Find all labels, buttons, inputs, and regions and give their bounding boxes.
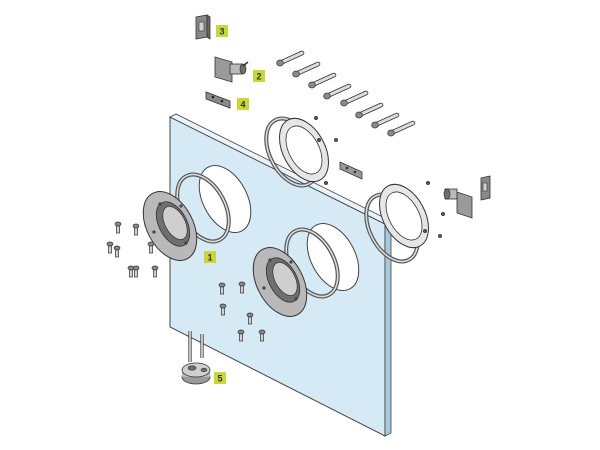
part-4-bracket [205,91,231,109]
callout-1: 1 [204,251,216,263]
small-bracket-rear [339,161,363,180]
callout-2-label: 2 [256,72,261,82]
callout-3-label: 3 [219,27,224,37]
callout-5: 5 [214,372,226,384]
callout-2: 2 [253,70,265,82]
right-clip [480,175,491,201]
flange-plate-lower [252,247,308,317]
callout-5-label: 5 [217,374,222,384]
part-5-base [181,331,211,385]
callout-4-label: 4 [240,100,245,110]
part-2-hinge [214,56,249,83]
callout-4: 4 [237,98,249,110]
part-3-clip [195,14,211,40]
callout-1-label: 1 [207,253,212,263]
flange-plate-upper [142,191,198,261]
back-ring-set-upper [264,116,329,188]
back-ring-set-lower [364,183,429,264]
callout-3: 3 [216,25,228,37]
right-hinge [443,188,473,219]
